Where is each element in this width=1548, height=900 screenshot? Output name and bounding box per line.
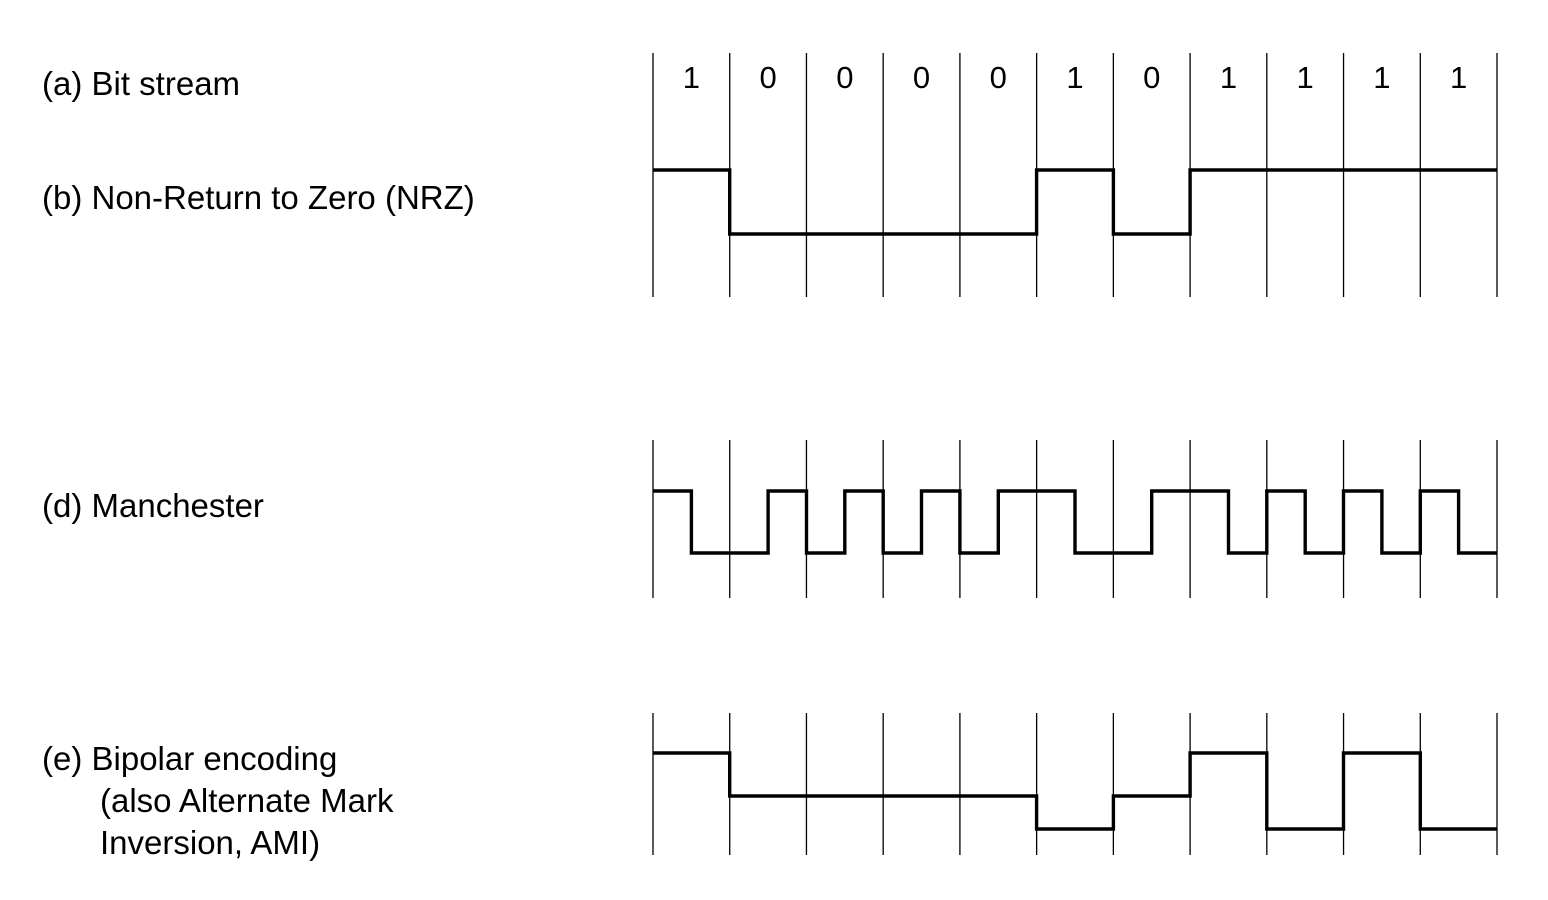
bit-digit: 1: [1220, 60, 1237, 95]
bit-digit: 1: [1066, 60, 1083, 95]
label-bipolar-line3: Inversion, AMI): [100, 824, 321, 861]
label-manchester: (d) Manchester: [42, 485, 264, 527]
bit-digit: 0: [759, 60, 776, 95]
bit-digit: 1: [683, 60, 700, 95]
bit-digit: 0: [836, 60, 853, 95]
bit-stream-digits: 1 0 0 0 0 1 0 1 1 1 1: [683, 60, 1468, 95]
bipolar-waveform: [653, 751, 1497, 831]
bit-digit: 0: [1143, 60, 1160, 95]
bit-digit: 1: [1373, 60, 1390, 95]
bit-digit: 0: [990, 60, 1007, 95]
label-bit-stream-text: (a) Bit stream: [42, 65, 241, 102]
manchester-waveform: [653, 489, 1497, 555]
nrz-waveform: [653, 168, 1497, 236]
bit-grid-bipolar: [652, 713, 1498, 855]
label-bipolar: (e) Bipolar encoding (also Alternate Mar…: [42, 738, 393, 864]
label-bipolar-line1: (e) Bipolar encoding: [42, 740, 338, 777]
bit-digit: 1: [1450, 60, 1467, 95]
label-bipolar-line2: (also Alternate Mark: [100, 782, 394, 819]
bit-digit: 0: [913, 60, 930, 95]
bit-digit: 1: [1297, 60, 1314, 95]
label-manchester-text: (d) Manchester: [42, 487, 264, 524]
label-nrz-text: (b) Non-Return to Zero (NRZ): [42, 179, 475, 216]
label-nrz: (b) Non-Return to Zero (NRZ): [42, 177, 475, 219]
label-bit-stream: (a) Bit stream: [42, 63, 240, 105]
